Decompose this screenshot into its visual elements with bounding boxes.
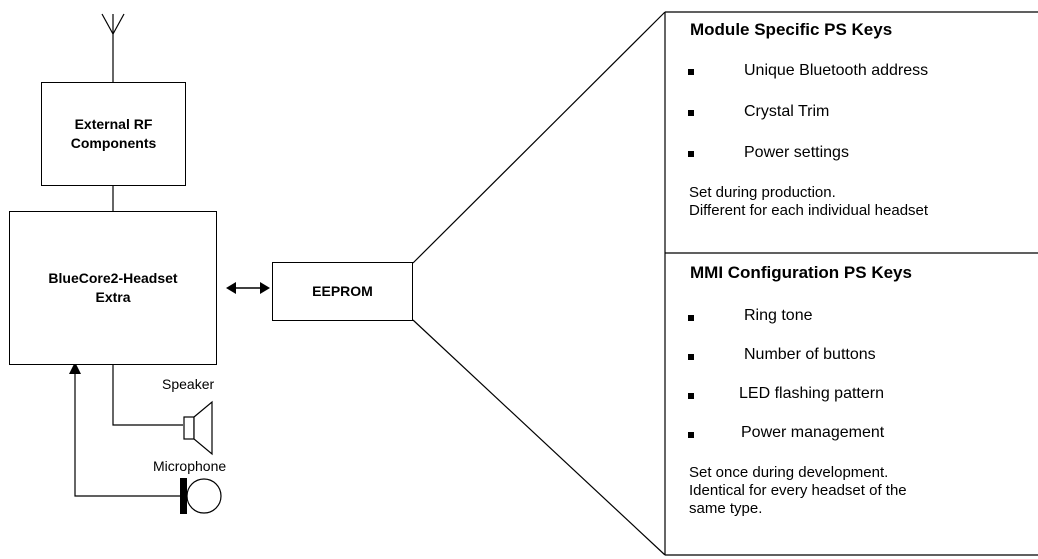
bluecore-label: BlueCore2-Headset Extra <box>48 270 178 305</box>
microphone-arrowhead <box>69 362 81 374</box>
eeprom-block: EEPROM <box>272 262 413 321</box>
mmi-item: Power management <box>741 424 885 441</box>
module-item: Crystal Trim <box>744 103 830 120</box>
external-rf-components-block: External RF Components <box>41 82 186 186</box>
external-rf-label: External RF Components <box>70 116 157 151</box>
microphone-icon <box>180 478 222 514</box>
bullet-icon <box>688 354 694 360</box>
speaker-label: Speaker <box>162 376 215 392</box>
mmi-item: Number of buttons <box>744 346 876 363</box>
module-item: Unique Bluetooth address <box>744 62 929 79</box>
bullet-icon <box>688 315 694 321</box>
module-item: Power settings <box>744 144 849 161</box>
bullet-icon <box>688 110 694 116</box>
bullet-icon <box>688 432 694 438</box>
mmi-item: LED flashing pattern <box>739 385 884 402</box>
speaker-icon <box>183 400 213 456</box>
bullet-icon <box>688 393 694 399</box>
module-specific-panel: Module Specific PS Keys Unique Bluetooth… <box>667 12 1038 253</box>
antenna-icon <box>101 13 125 82</box>
ps-keys-panel-border <box>664 11 1038 556</box>
bluecore-to-speaker-line <box>112 364 183 426</box>
module-specific-title: Module Specific PS Keys <box>690 20 893 39</box>
bluecore-eeprom-arrow <box>226 282 270 294</box>
module-specific-note: Set during production. Different for eac… <box>689 184 929 219</box>
microphone-label: Microphone <box>153 458 227 474</box>
mmi-item: Ring tone <box>744 307 813 324</box>
microphone-to-bluecore-line <box>74 372 183 497</box>
bluecore-headset-block: BlueCore2-Headset Extra <box>9 211 217 365</box>
mmi-configuration-panel: MMI Configuration PS Keys Ring tone Numb… <box>667 253 1038 555</box>
eeprom-label: EEPROM <box>312 283 373 299</box>
mmi-configuration-title: MMI Configuration PS Keys <box>690 263 912 282</box>
bullet-icon <box>688 69 694 75</box>
mmi-configuration-note: Set once during development. Identical f… <box>689 464 907 517</box>
bullet-icon <box>688 151 694 157</box>
eeprom-callout-lines <box>412 11 666 556</box>
